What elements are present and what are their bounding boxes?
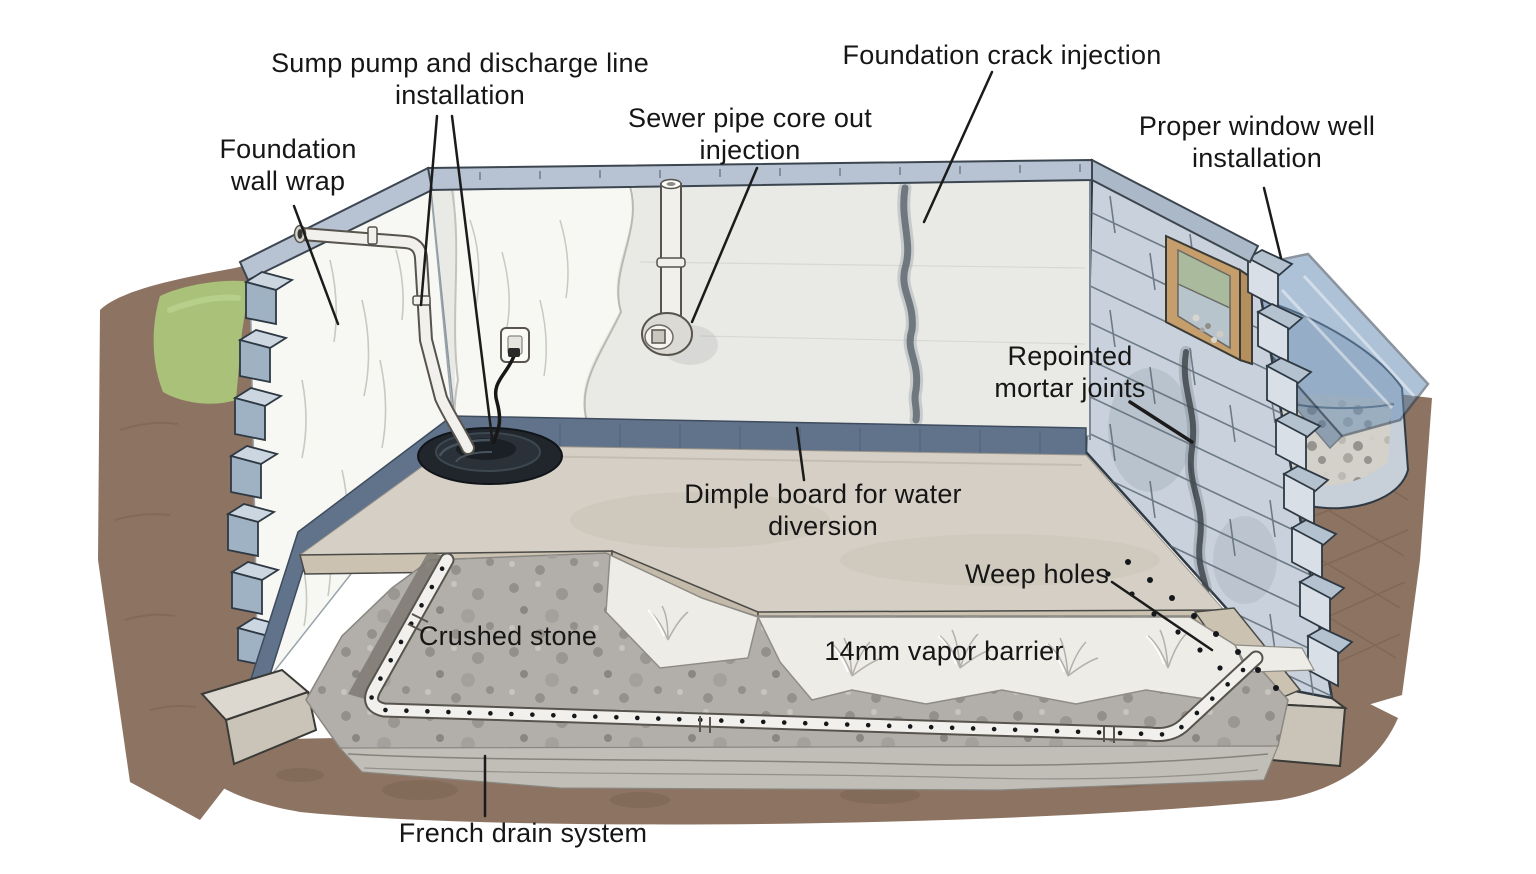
label-sewer-pipe: Sewer pipe core out injection — [628, 103, 872, 165]
leader-line — [922, 70, 994, 224]
barrier-crinkles — [649, 605, 1187, 677]
barrier-highlights — [647, 609, 1165, 673]
french-drain-pipe — [364, 552, 1264, 743]
label-foundation-crack: Foundation crack injection — [842, 40, 1162, 70]
cut-edge-blocks-left — [225, 271, 295, 668]
label-weep-holes: Weep holes — [964, 559, 1110, 589]
vapor-barrier-sheet — [605, 553, 1315, 705]
foundation-crack — [897, 181, 924, 427]
leader-line — [1262, 186, 1283, 260]
block-wall-crack — [1178, 346, 1213, 604]
pipe-couplings — [407, 613, 1115, 743]
leader-line — [1128, 400, 1194, 444]
wall-wrap-back — [455, 178, 634, 428]
label-repointed-mortar: Repointed mortar joints — [994, 341, 1146, 403]
leader-line — [292, 204, 340, 326]
sewer-pipe — [641, 178, 718, 365]
plug — [508, 348, 520, 357]
drain-perforations — [369, 566, 1246, 737]
cut-edge-blocks-right — [1246, 248, 1354, 688]
label-dimple-board: Dimple board for water diversion — [684, 479, 962, 541]
footing-left — [200, 668, 318, 766]
sill-cap — [238, 158, 1260, 282]
leader-line — [795, 426, 806, 482]
label-french-drain: French drain system — [398, 818, 648, 848]
label-window-well: Proper window well installation — [1138, 111, 1376, 173]
power-cord — [491, 355, 516, 445]
leader-line — [450, 114, 494, 440]
back-wall — [429, 171, 1091, 440]
label-vapor-barrier: 14mm vapor barrier — [824, 636, 1064, 666]
leader-lines — [292, 70, 1283, 818]
sump-pump — [293, 224, 563, 485]
label-crushed-stone: Crushed stone — [418, 621, 598, 651]
label-foundation-wall-wrap: Foundation wall wrap — [219, 134, 357, 196]
leader-line — [1110, 580, 1214, 652]
leader-line — [419, 114, 439, 307]
weep-holes-dots — [1105, 559, 1279, 691]
leader-line — [690, 166, 759, 324]
label-sump-pump: Sump pump and discharge line installatio… — [271, 48, 649, 110]
basement-window — [1165, 234, 1253, 366]
